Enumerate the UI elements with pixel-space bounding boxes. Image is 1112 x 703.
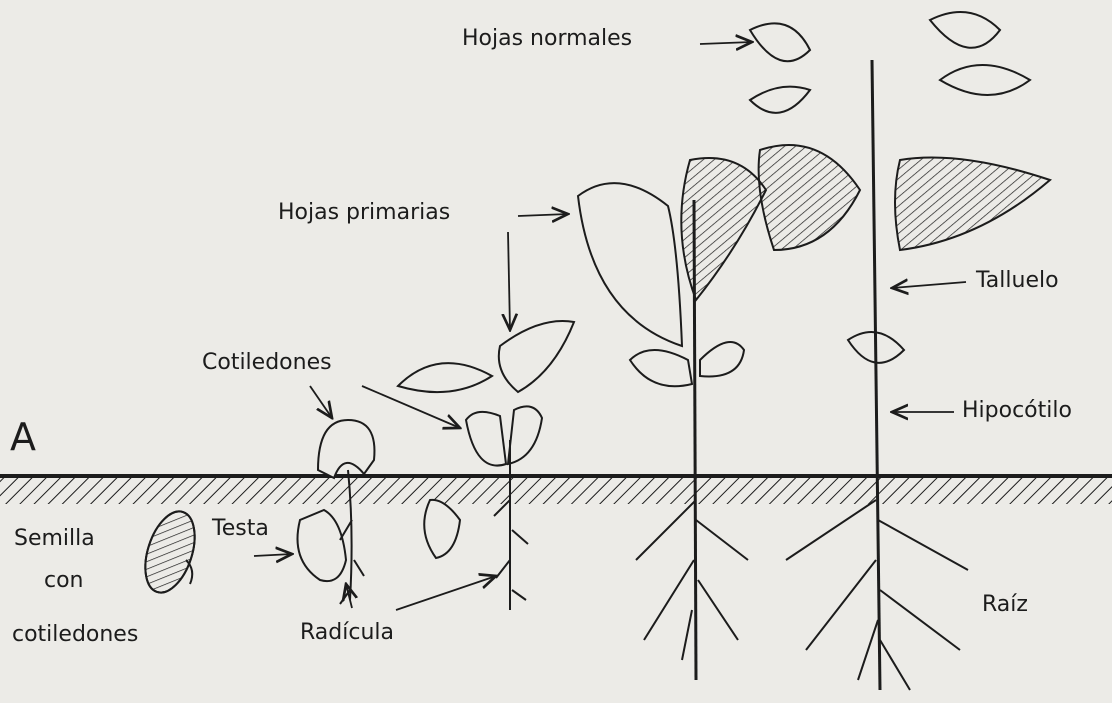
- label-arrows: [254, 42, 966, 610]
- mature-plant: [750, 12, 1050, 690]
- label-testa: Testa: [212, 518, 269, 540]
- label-semilla-line3: cotiledones: [12, 624, 138, 646]
- label-semilla-line2: con: [44, 570, 84, 592]
- plant-primary-leaves: [578, 158, 766, 680]
- label-semilla-line1: Semilla: [14, 528, 95, 550]
- young-seedling: [398, 321, 574, 610]
- label-cotiledones: Cotiledones: [202, 352, 332, 374]
- label-talluelo: Talluelo: [976, 270, 1059, 292]
- label-radicula: Radícula: [300, 622, 394, 644]
- label-hojas-primarias: Hojas primarias: [278, 202, 450, 224]
- soil-surface: [0, 476, 1112, 504]
- label-raiz: Raíz: [982, 594, 1028, 616]
- seed-with-cotyledons: [136, 505, 204, 598]
- germinating-seed: [298, 420, 375, 604]
- panel-letter: A: [10, 418, 36, 456]
- label-hipocotilo: Hipocótilo: [962, 400, 1072, 422]
- label-hojas-normales: Hojas normales: [462, 28, 632, 50]
